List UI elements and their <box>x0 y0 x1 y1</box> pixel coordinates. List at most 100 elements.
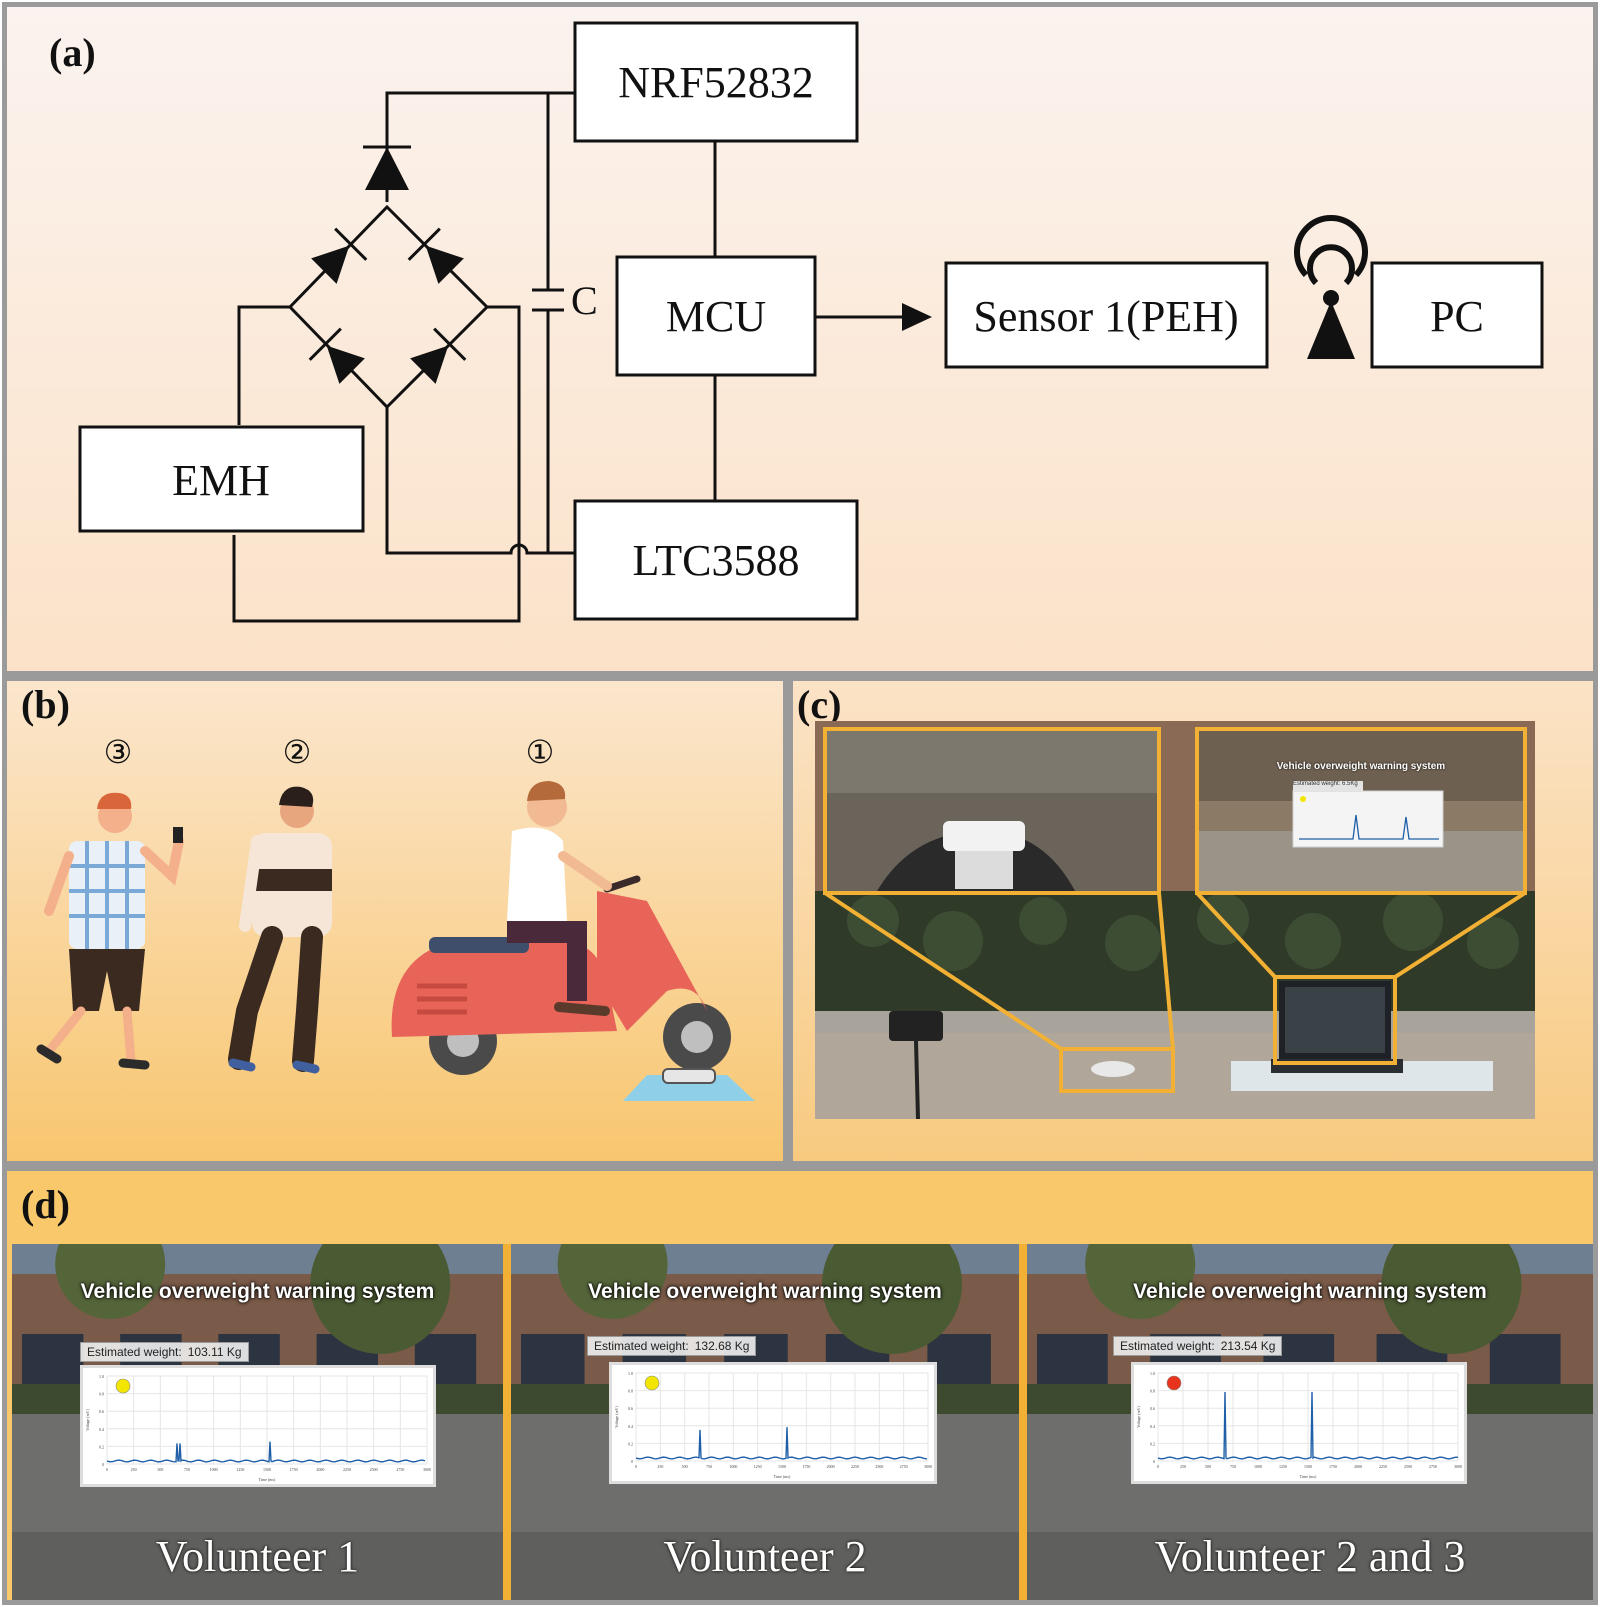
x-tick-label: 750 <box>1230 1464 1236 1469</box>
y-tick-label: 0.6 <box>99 1409 104 1414</box>
weight-readout: Estimated weight: 103.11 Kg <box>80 1342 249 1362</box>
x-tick-label: 250 <box>657 1464 663 1469</box>
diode-icon <box>407 227 464 284</box>
y-tick-label: 1.0 <box>99 1374 104 1379</box>
y-tick-label: 0.2 <box>1150 1441 1155 1446</box>
x-tick-label: 2750 <box>396 1467 404 1472</box>
wire-right-node <box>232 305 521 623</box>
inset-weight: Estimated weight: 6.5Kg <box>1293 781 1358 787</box>
y-tick-label: 1.0 <box>1150 1371 1155 1376</box>
screen-title: Vehicle overweight warning system <box>1133 1280 1487 1303</box>
y-tick-label: 0.4 <box>99 1427 104 1432</box>
x-tick-label: 2750 <box>1429 1464 1437 1469</box>
sensor-device-icon <box>1091 1061 1135 1077</box>
x-axis-label: Time (ms) <box>774 1474 791 1479</box>
person-icon <box>228 786 332 1074</box>
x-tick-label: 2500 <box>875 1464 883 1469</box>
x-axis-label: Time (ms) <box>1300 1474 1317 1479</box>
diode-icon <box>410 327 467 384</box>
person-icon <box>36 792 184 1070</box>
y-tick-label: 0.8 <box>628 1389 633 1394</box>
y-tick-label: 0.2 <box>628 1441 633 1446</box>
panel-b: (b) ③ ② ① <box>2 676 788 1166</box>
inset-title: Vehicle overweight warning system <box>1276 761 1446 772</box>
mcu-block <box>615 255 817 377</box>
panel-c: (c) <box>788 676 1598 1166</box>
y-tick-label: 0 <box>1153 1459 1155 1464</box>
x-tick-label: 0 <box>1157 1464 1159 1469</box>
weight-readout: Estimated weight: 132.68 Kg <box>587 1336 757 1356</box>
weight-value: 213.54 Kg <box>1220 1339 1276 1353</box>
x-tick-label: 2250 <box>851 1464 859 1469</box>
pc-block <box>1370 261 1544 369</box>
capacitor <box>532 288 564 312</box>
status-indicator-icon <box>115 1378 131 1394</box>
x-tick-label: 1000 <box>729 1464 737 1469</box>
volunteer-caption: Volunteer 1 <box>155 1532 360 1581</box>
marker-2: ② <box>283 734 312 770</box>
x-tick-label: 3000 <box>1454 1464 1462 1469</box>
field-test-photo <box>815 721 1535 1120</box>
x-tick-label: 1750 <box>1329 1464 1337 1469</box>
bridge-rectifier <box>287 204 490 410</box>
weight-value: 103.11 Kg <box>187 1345 242 1359</box>
voltage-trace <box>1157 1391 1459 1460</box>
y-axis-label: Voltage (mV) <box>85 1408 90 1430</box>
screen-volunteer-1: Vehicle overweight warning system Estima… <box>12 1244 503 1600</box>
screen-volunteer-2: Vehicle overweight warning system Estima… <box>511 1244 1019 1600</box>
marker-3: ③ <box>104 734 133 770</box>
diode-icon <box>363 145 411 190</box>
x-tick-label: 2000 <box>1354 1464 1362 1469</box>
weight-label: Estimated weight: <box>594 1339 689 1353</box>
sensor-label: Sensor 1(PEH) <box>973 292 1238 341</box>
mcu-label: MCU <box>666 292 766 341</box>
x-tick-label: 2250 <box>1379 1464 1387 1469</box>
x-tick-label: 1750 <box>290 1467 298 1472</box>
frame-divider <box>1019 1244 1027 1600</box>
panel-a: (a) <box>2 2 1598 676</box>
y-tick-label: 0.6 <box>1150 1406 1155 1411</box>
weight-label: Estimated weight: <box>1120 1339 1215 1353</box>
y-tick-label: 0.8 <box>99 1392 104 1397</box>
illustration: ③ ② ① <box>36 734 755 1101</box>
x-tick-label: 250 <box>1180 1464 1186 1469</box>
screen-title: Vehicle overweight warning system <box>80 1280 435 1303</box>
y-axis-label: Voltage (mV) <box>1136 1405 1141 1427</box>
ltc-block <box>573 499 859 621</box>
x-tick-label: 2500 <box>370 1467 378 1472</box>
voltage-trace <box>106 1441 426 1463</box>
x-tick-label: 2000 <box>827 1464 835 1469</box>
emh-label: EMH <box>172 456 270 505</box>
emh-block <box>78 425 365 533</box>
y-tick-label: 0.4 <box>628 1424 633 1429</box>
x-tick-label: 1000 <box>210 1467 218 1472</box>
weight-label: Estimated weight: <box>87 1345 182 1359</box>
screen-volunteer-2-and-3: Vehicle overweight warning system Estima… <box>1027 1244 1593 1600</box>
weight-value: 132.68 Kg <box>694 1339 750 1353</box>
x-axis-label: Time (ms) <box>259 1477 276 1482</box>
volunteer-caption: Volunteer 2 and 3 <box>1154 1532 1466 1581</box>
x-tick-label: 250 <box>131 1467 137 1472</box>
nrf-block <box>573 21 859 143</box>
panel-d-label: (d) <box>21 1182 70 1227</box>
x-tick-label: 1750 <box>802 1464 810 1469</box>
y-axis-label: Voltage (mV) <box>614 1405 619 1427</box>
highlight-frames <box>823 727 1527 1093</box>
x-tick-label: 3000 <box>924 1464 932 1469</box>
x-tick-label: 1500 <box>778 1464 786 1469</box>
wire-left-node <box>237 305 290 425</box>
panel-a-label: (a) <box>49 30 96 75</box>
panel-d: (d) Vehicle overweight warning system Es… <box>2 1166 1598 1605</box>
x-tick-label: 1000 <box>1254 1464 1262 1469</box>
volunteer-caption: Volunteer 2 <box>663 1532 867 1581</box>
x-tick-label: 500 <box>1205 1464 1211 1469</box>
capacitor-label: C <box>571 278 598 323</box>
wireless-antenna-icon <box>1294 215 1368 359</box>
status-indicator-icon <box>644 1375 660 1391</box>
arrow-icon <box>815 303 932 331</box>
